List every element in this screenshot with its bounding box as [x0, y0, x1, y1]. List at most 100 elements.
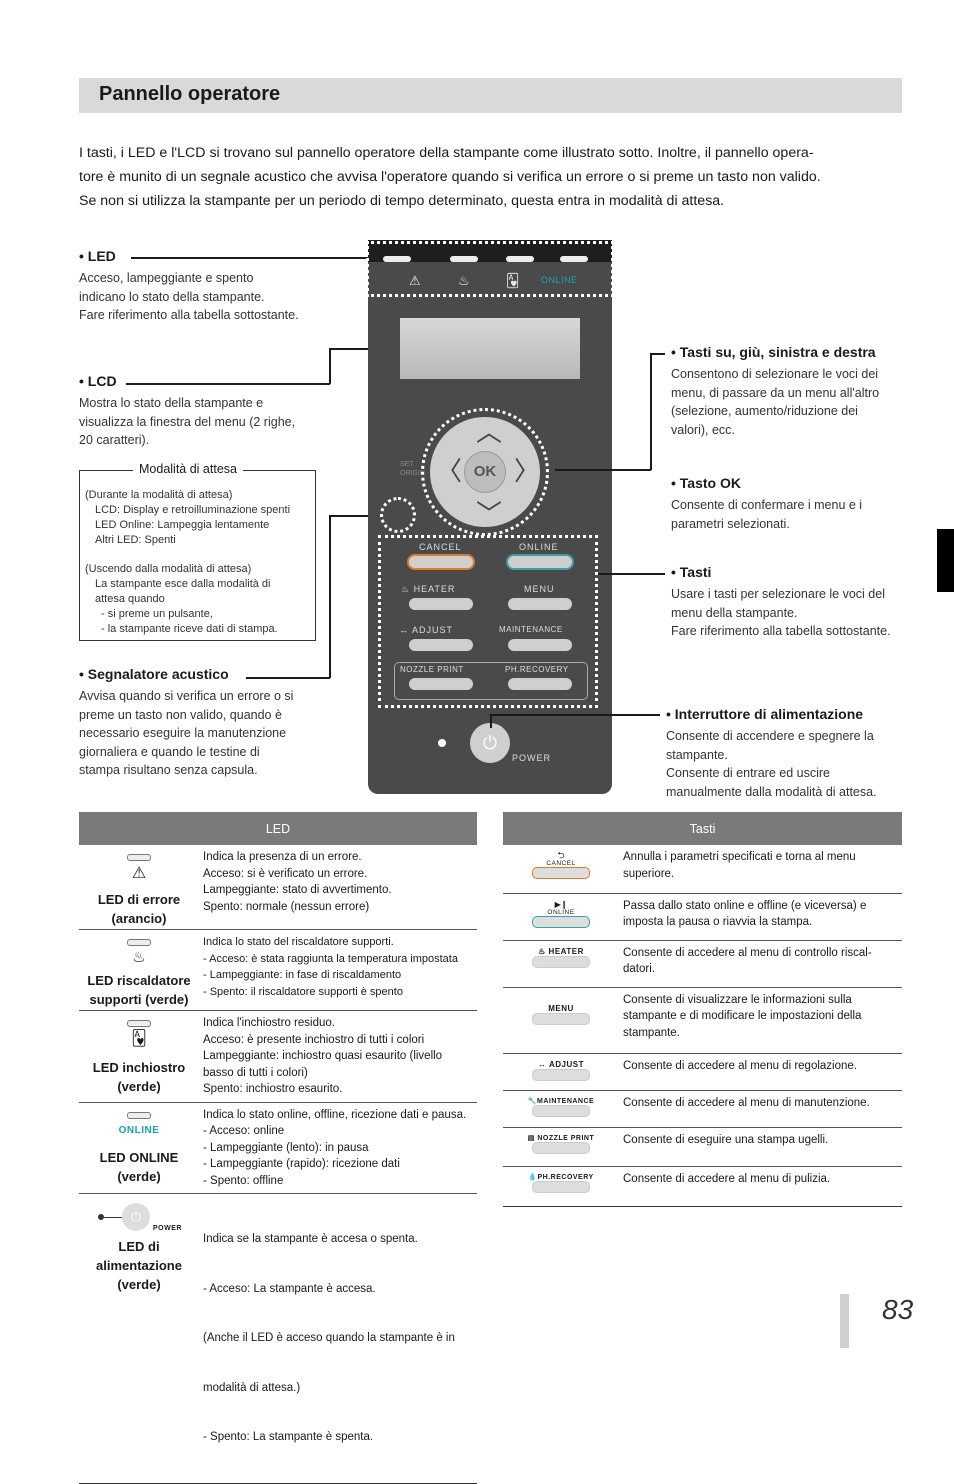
- desc-line: - Spento: offline: [203, 1174, 284, 1187]
- buzzer: [380, 497, 416, 533]
- led-bar-icon: [127, 1020, 151, 1027]
- cleaning-keys-group: [394, 662, 588, 700]
- idle-line: attesa quando: [95, 593, 165, 605]
- key-desc: Consente di accedere al menu di regolazi…: [619, 1053, 902, 1091]
- heater-icon: ♨: [538, 946, 546, 956]
- leader-line: [329, 515, 380, 517]
- ok-key[interactable]: OK: [464, 451, 506, 493]
- key-label: MENU: [548, 1003, 574, 1013]
- heater-icon: ♨: [458, 273, 470, 288]
- left-arrow-key[interactable]: 〈: [436, 456, 463, 486]
- key-desc: Consente di accedere al menu di manutenz…: [619, 1090, 902, 1128]
- cancel-key[interactable]: [409, 556, 473, 568]
- desc-line: Fare riferimento alla tabella sottostant…: [671, 624, 891, 638]
- down-arrow-key[interactable]: ﹀: [476, 499, 503, 529]
- right-arrow-key[interactable]: 〉: [514, 456, 541, 486]
- desc-line: Acceso, lampeggiante e spento: [79, 271, 254, 285]
- desc-line: menu della stampante.: [671, 605, 798, 620]
- idle-line: - si preme un pulsante,: [101, 608, 213, 620]
- power-led-dot: [98, 1214, 104, 1220]
- led-cell: ONLINE LED ONLINE(verde): [79, 1102, 199, 1194]
- led-bar-icon: [127, 854, 151, 861]
- led-name-line: (verde): [117, 1079, 161, 1094]
- adjust-key-text: ADJUST: [412, 625, 454, 635]
- keys-table-header: Tasti: [503, 812, 902, 845]
- menu-key-label: MENU: [524, 584, 555, 594]
- power-button[interactable]: ⏻: [470, 723, 510, 763]
- keys-area: CANCEL ONLINE ♨ HEATER MENU ↔ ADJUST MAI…: [378, 535, 598, 708]
- led-name-line: LED di: [118, 1239, 160, 1254]
- heater-key[interactable]: [409, 598, 473, 610]
- desc-line: Lampeggiante: inchiostro quasi esaurito …: [203, 1050, 443, 1062]
- desc-line: Indica lo stato online, offline, ricezio…: [203, 1108, 467, 1121]
- key-label: 💧PH.RECOVERY: [504, 1173, 618, 1181]
- adjust-key[interactable]: [409, 639, 473, 651]
- led-icon-wrap: ONLINE: [80, 1104, 198, 1136]
- key-label: ♨ HEATER: [504, 947, 618, 956]
- led-bar-icon: [127, 1111, 151, 1119]
- heater-key-text: HEATER: [413, 584, 456, 594]
- led-table: LED ⚠ LED di errore(arancio) Indica la p…: [79, 812, 477, 1484]
- table-row: 💧PH.RECOVERY Consente di accedere al men…: [503, 1166, 902, 1207]
- key-cell: 💧PH.RECOVERY: [503, 1166, 619, 1207]
- ph-recovery-key[interactable]: [508, 678, 572, 690]
- heater-key-label: ♨ HEATER: [401, 584, 456, 594]
- desc-line: Passa dallo stato online e offline (e vi…: [623, 899, 867, 912]
- idle-line: - la stampante riceve dati di stampa.: [101, 623, 278, 635]
- online-key[interactable]: [508, 556, 572, 568]
- desc-line: Consente di accedere al menu di controll…: [623, 946, 872, 959]
- desc-line: - Lampeggiante (rapido): ricezione dati: [203, 1158, 400, 1170]
- keys-table: Tasti ⮌ CANCEL Annulla i parametri speci…: [503, 812, 902, 1207]
- maintenance-key[interactable]: [508, 639, 572, 651]
- key-label: CANCEL: [546, 860, 576, 867]
- desc-line: stampante.: [623, 1026, 680, 1039]
- callout-ok-heading: • Tasto OK: [671, 475, 741, 491]
- ph-recovery-key-icon: [532, 1180, 590, 1193]
- desc-line: - Acceso: La stampante è accesa.: [203, 1282, 376, 1295]
- desc-line: menu, di passare da un menu all'altro: [671, 385, 880, 400]
- idle-line: La stampante esce dalla modalità di: [95, 578, 271, 590]
- desc-line: Consente di eseguire una stampa ugelli.: [623, 1133, 829, 1146]
- desc-line: stampante e di modificare le impostazion…: [623, 1010, 862, 1022]
- leader-line: [131, 257, 368, 259]
- led-strip: ⚠ ♨ 🂱 ONLINE: [366, 241, 614, 297]
- desc-line: visualizza la finestra del menu (2 righe…: [79, 414, 296, 429]
- leader-line: [329, 348, 331, 384]
- section-title-bar: Pannello operatore: [79, 78, 902, 113]
- maintenance-key-label: MAINTENANCE: [499, 625, 563, 634]
- menu-key[interactable]: [508, 598, 572, 610]
- desc-line: Acceso: è presente inchiostro di tutti i…: [203, 1033, 425, 1046]
- nozzle-print-key[interactable]: [409, 678, 473, 690]
- callout-power-heading: • Interruttore di alimentazione: [666, 706, 864, 722]
- wrench-icon: 🔧: [527, 1097, 537, 1105]
- desc-line: Acceso: si è verificato un errore.: [203, 867, 368, 880]
- desc-line: Consente di accendere e spegnere la: [666, 729, 874, 743]
- leader-line: [490, 714, 492, 728]
- led-desc: Indica lo stato online, offline, ricezio…: [199, 1102, 477, 1194]
- play-pause-icon: ▶❙: [554, 899, 568, 909]
- led-name-line: supporti (verde): [89, 992, 189, 1007]
- table-row: ⚠ LED di errore(arancio) Indica la prese…: [79, 845, 477, 930]
- intro-line: I tasti, i LED e l'LCD si trovano sul pa…: [79, 145, 814, 161]
- desc-line: Avvisa quando si verifica un errore o si: [79, 689, 294, 703]
- desc-line: parametri selezionati.: [671, 516, 790, 531]
- table-row: ▶❙ ONLINE Passa dallo stato online e off…: [503, 893, 902, 941]
- led-table-header: LED: [79, 812, 477, 845]
- lcd-display: [400, 318, 580, 379]
- led-desc: Indica lo stato del riscaldatore support…: [199, 929, 477, 1011]
- callout-led-desc: Acceso, lampeggiante e spento indicano l…: [79, 269, 299, 325]
- cancel-key-icon: [532, 867, 590, 879]
- callout-lcd-heading: • LCD: [79, 373, 117, 389]
- online-key-label: ONLINE: [519, 542, 559, 552]
- back-arrow-icon: ⮌: [557, 850, 565, 860]
- desc-line: imposta la pausa o riavvia la stampa.: [623, 916, 813, 928]
- desc-line: Indica lo stato del riscaldatore support…: [203, 936, 394, 948]
- callout-arrows-desc: Consentono di selezionare le voci dei me…: [671, 365, 879, 439]
- ink-drop-icon: 💧: [528, 1173, 538, 1181]
- led-name-line: (verde): [117, 1277, 161, 1292]
- callout-ok: • Tasto OK Consente di confermare i menu…: [671, 475, 862, 533]
- up-arrow-key[interactable]: ︿: [476, 417, 503, 447]
- table-row: ONLINE LED ONLINE(verde) Indica lo stato…: [79, 1102, 477, 1194]
- key-cell: ↔ ADJUST: [503, 1053, 619, 1091]
